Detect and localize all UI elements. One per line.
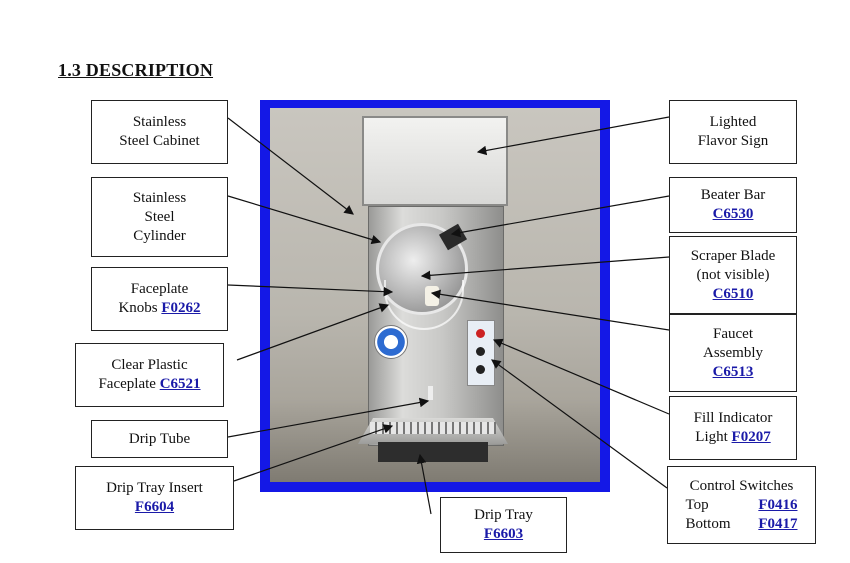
drip-tray-insert-graphic: [370, 422, 496, 434]
label-text: Control Switches: [689, 477, 794, 494]
label-text: Clear Plastic: [111, 357, 188, 373]
label-scraper-blade: Scraper Blade (not visible) C6510: [669, 236, 797, 314]
part-link-c6513[interactable]: C6513: [712, 363, 754, 380]
label-text: Beater Bar: [700, 187, 766, 203]
label-text: Assembly: [703, 344, 763, 361]
switch-bottom-icon: [476, 365, 485, 374]
label-text: Faucet: [713, 325, 753, 342]
machine-photo: [260, 100, 610, 492]
label-cylinder: Stainless Steel Cylinder: [91, 177, 228, 257]
part-link-c6530[interactable]: C6530: [712, 206, 754, 222]
label-drip-tube: Drip Tube: [91, 420, 228, 458]
label-cabinet: Stainless Steel Cabinet: [91, 100, 228, 164]
part-link-f0207[interactable]: F0207: [731, 429, 771, 445]
part-link-f6604[interactable]: F6604: [134, 499, 175, 515]
label-text: Light: [695, 429, 728, 445]
flavor-sign-graphic: [362, 116, 508, 206]
label-text: Faceplate: [130, 281, 189, 297]
label-clear-faceplate: Clear Plastic Faceplate C6521: [75, 343, 224, 407]
label-text: Stainless: [132, 189, 187, 206]
label-drip-tray-insert: Drip Tray Insert F6604: [75, 466, 234, 530]
label-text: (not visible): [696, 266, 770, 283]
fill-light-icon: [476, 329, 485, 338]
label-text: Drip Tray: [474, 507, 533, 523]
switch-top-icon: [476, 347, 485, 356]
label-text: Bottom: [685, 515, 731, 532]
label-text: Scraper Blade: [690, 247, 776, 264]
label-text: Flavor Sign: [697, 133, 769, 149]
part-link-f6603[interactable]: F6603: [483, 526, 524, 542]
brand-logo: [374, 325, 408, 359]
label-beater-bar: Beater Bar C6530: [669, 177, 797, 233]
label-text: Drip Tray Insert: [106, 480, 203, 496]
label-drip-tray: Drip Tray F6603: [440, 497, 567, 553]
faucet-graphic: [425, 286, 439, 306]
label-text: Stainless: [132, 114, 187, 130]
label-fill-indicator: Fill Indicator Light F0207: [669, 396, 797, 460]
part-link-f0417[interactable]: F0417: [758, 515, 798, 532]
label-text: Lighted: [709, 114, 757, 130]
label-faucet-assembly: Faucet Assembly C6513: [669, 314, 797, 392]
section-heading: 1.3 DESCRIPTION: [58, 60, 214, 80]
label-text: Top: [685, 496, 709, 513]
label-text: Faceplate: [98, 376, 156, 392]
label-text: Knobs: [118, 300, 158, 316]
drip-tube-graphic: [428, 386, 433, 400]
label-text: Steel: [144, 208, 175, 225]
part-link-c6521[interactable]: C6521: [159, 376, 201, 392]
part-link-f0416[interactable]: F0416: [758, 496, 798, 513]
drip-tray-base-graphic: [378, 442, 488, 462]
label-text: Fill Indicator: [693, 410, 773, 426]
label-text: Drip Tube: [128, 430, 191, 447]
label-text: Steel Cabinet: [119, 133, 200, 149]
label-flavor-sign: Lighted Flavor Sign: [669, 100, 797, 164]
part-link-c6510[interactable]: C6510: [712, 285, 754, 302]
part-link-f0262[interactable]: F0262: [161, 300, 201, 316]
label-text: Cylinder: [133, 227, 186, 244]
label-faceplate-knobs: Faceplate Knobs F0262: [91, 267, 228, 331]
control-panel-graphic: [467, 320, 495, 386]
label-control-switches: Control Switches Top F0416 Bottom F0417: [667, 466, 816, 544]
